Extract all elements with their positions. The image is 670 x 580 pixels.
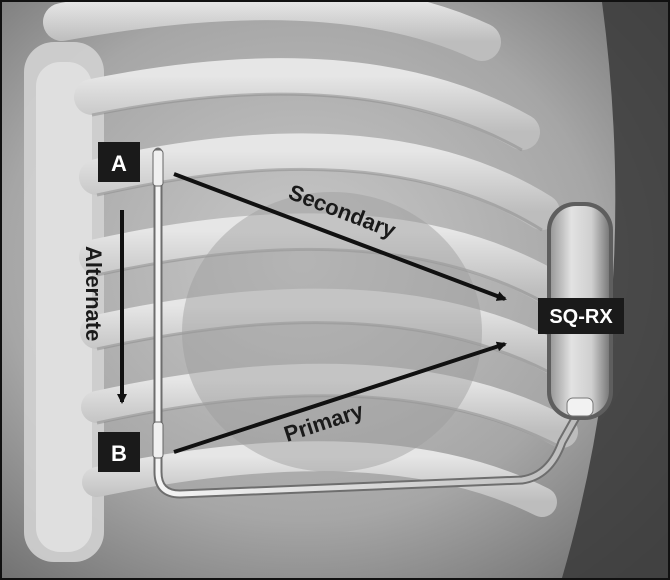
device-badge: SQ-RX (538, 298, 624, 334)
point-b-badge: B (98, 432, 140, 472)
alternate-label: Alternate (81, 246, 106, 341)
point-a-label: A (111, 151, 127, 176)
point-a-badge: A (98, 142, 140, 182)
device-label: SQ-RX (549, 306, 613, 328)
point-b-label: B (111, 441, 127, 466)
